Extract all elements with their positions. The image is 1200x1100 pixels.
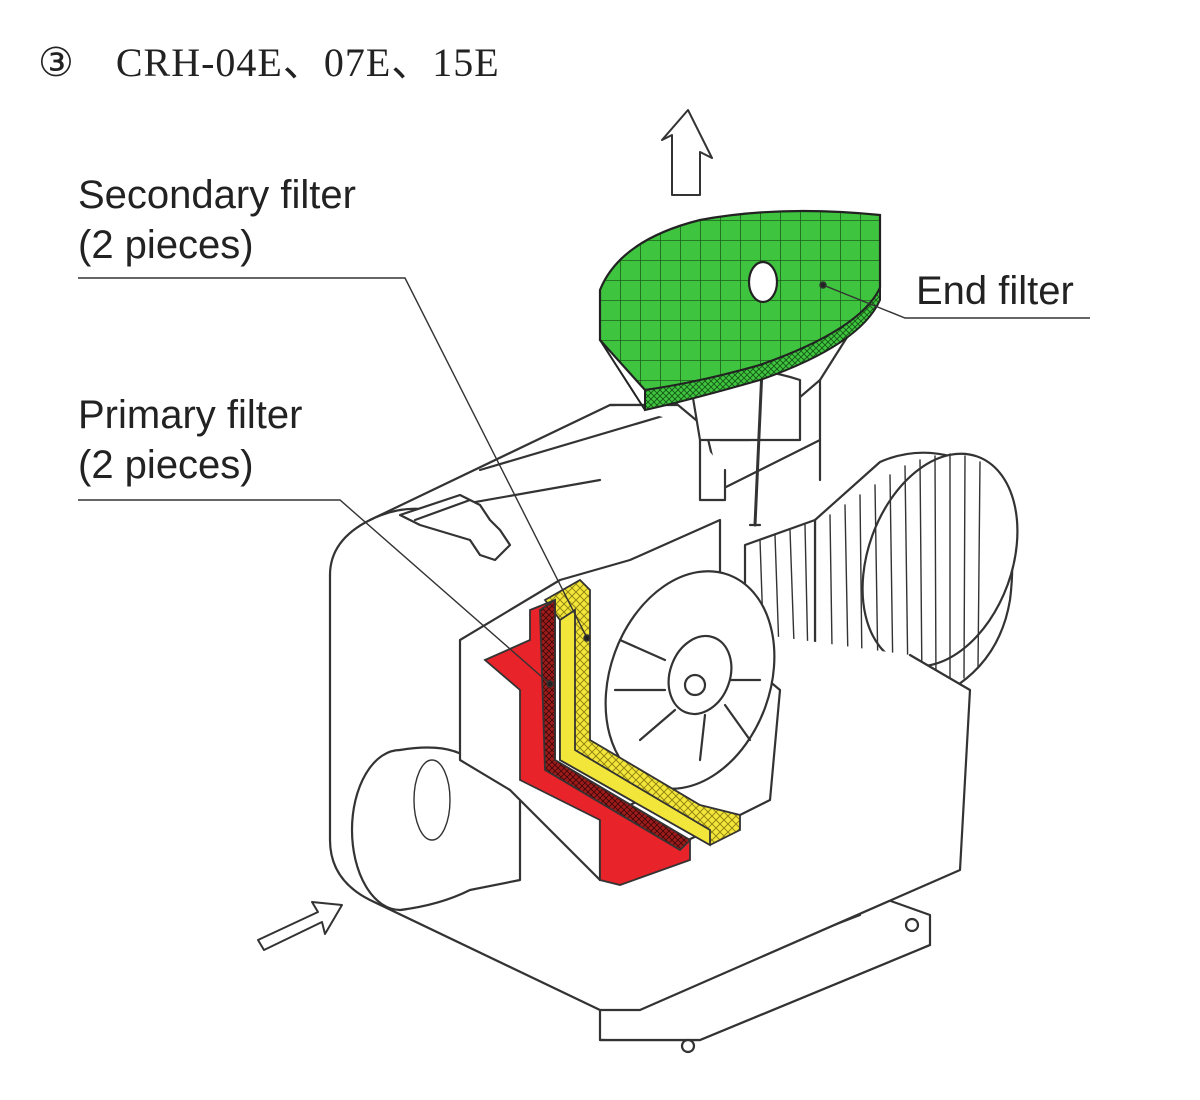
secondary-filter-label: Secondary filter (2 pieces)	[78, 170, 356, 270]
lid-handle	[398, 493, 512, 562]
airflow-inlet-arrow-icon	[257, 901, 343, 951]
fan-impeller	[604, 570, 776, 790]
secondary-filter-label-line2: (2 pieces)	[78, 223, 254, 267]
leader-lines	[78, 277, 1090, 688]
end-filter-leader-dot	[819, 281, 827, 289]
end-filter-label: End filter	[916, 269, 1074, 313]
inlet-port	[350, 746, 522, 912]
primary-filter-label-line1: Primary filter	[78, 393, 303, 437]
airflow-outlet-arrow-icon	[661, 109, 713, 196]
page-title: ③ CRH-04E、07E、15E	[38, 40, 500, 85]
primary-filter-label: Primary filter (2 pieces)	[78, 390, 302, 490]
secondary-filter-leader-dot	[583, 634, 591, 642]
end-filter	[598, 209, 882, 412]
primary-filter-leader-dot	[546, 680, 554, 688]
primary-filter-label-line2: (2 pieces)	[78, 443, 254, 487]
primary-filter-leader	[78, 499, 551, 685]
secondary-filter	[543, 578, 741, 847]
secondary-filter-label-line1: Secondary filter	[78, 173, 356, 217]
end-filter-leader	[822, 284, 1090, 319]
secondary-filter-leader	[78, 277, 588, 639]
